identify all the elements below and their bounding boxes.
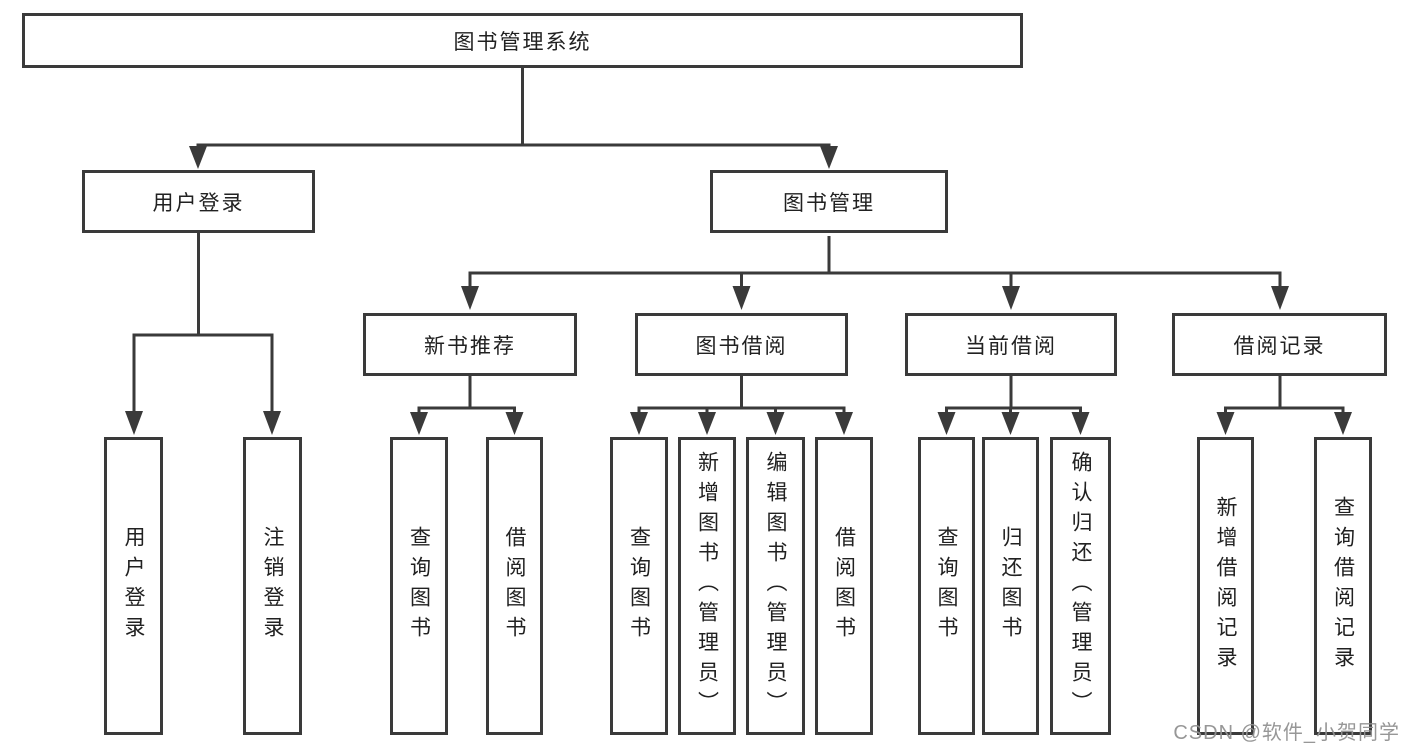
leaf-label: 用户登录 <box>122 526 145 646</box>
node-book-borrow-label: 图书借阅 <box>695 334 788 358</box>
leaf-label: 新增图书（管理员） <box>695 451 719 721</box>
node-book-management-label: 图书管理 <box>783 191 875 215</box>
leaf-label: 查询图书 <box>627 526 651 646</box>
leaf-logout: 注销登录 <box>243 437 302 735</box>
leaf-borrow-books-recommend: 借阅图书 <box>486 437 543 735</box>
arrowhead-icon <box>1001 412 1020 435</box>
connector-currentborrow-to-leaves <box>945 376 1082 415</box>
arrowhead-icon <box>698 412 716 435</box>
arrowhead-icon <box>630 412 648 435</box>
arrowhead-icon <box>263 411 281 435</box>
node-book-borrow: 图书借阅 <box>635 313 848 376</box>
leaf-confirm-return-admin: 确认归还（管理员） <box>1050 437 1111 735</box>
node-new-book-recommend: 新书推荐 <box>363 313 577 376</box>
node-new-book-recommend-label: 新书推荐 <box>424 334 516 358</box>
connector-records-to-leaves <box>1224 376 1345 415</box>
leaf-add-book-admin: 新增图书（管理员） <box>678 437 736 735</box>
arrowhead-icon <box>835 412 853 435</box>
node-root-label: 图书管理系统 <box>453 30 592 54</box>
node-current-borrow: 当前借阅 <box>905 313 1117 376</box>
leaf-return-books: 归还图书 <box>982 437 1039 735</box>
arrowhead-icon <box>937 412 956 435</box>
connector-bookborrow-to-leaves <box>637 376 846 415</box>
arrowhead-icon <box>1002 286 1020 310</box>
leaf-query-borrow-record: 查询借阅记录 <box>1314 437 1372 735</box>
node-user-login-label: 用户登录 <box>152 191 245 215</box>
connector-newbook-to-leaves <box>417 376 516 415</box>
leaf-label: 查询借阅记录 <box>1331 496 1355 676</box>
arrowhead-icon <box>1271 286 1289 310</box>
node-root: 图书管理系统 <box>22 13 1023 68</box>
node-book-management: 图书管理 <box>710 170 948 233</box>
leaf-label: 注销登录 <box>261 526 284 646</box>
leaf-label: 借阅图书 <box>503 526 526 646</box>
leaf-label: 编辑图书（管理员） <box>764 451 787 721</box>
arrowhead-icon <box>189 146 207 169</box>
leaf-edit-book-admin: 编辑图书（管理员） <box>746 437 805 735</box>
leaf-label: 查询图书 <box>935 526 958 646</box>
leaf-label: 借阅图书 <box>832 526 856 646</box>
leaf-label: 新增借阅记录 <box>1214 496 1237 676</box>
connector-bookmgmt-to-level3 <box>468 236 1282 288</box>
arrowhead-icon <box>1216 412 1235 435</box>
arrowheads <box>125 146 1352 435</box>
node-user-login: 用户登录 <box>82 170 315 233</box>
leaf-label: 归还图书 <box>999 526 1022 646</box>
leaf-query-books-recommend: 查询图书 <box>390 437 448 735</box>
leaf-query-books-borrow: 查询图书 <box>610 437 668 735</box>
node-current-borrow-label: 当前借阅 <box>965 334 1057 358</box>
leaf-label: 确认归还（管理员） <box>1069 451 1092 721</box>
leaf-add-borrow-record: 新增借阅记录 <box>1197 437 1254 735</box>
connector-userlogin-to-leaves <box>132 233 274 413</box>
arrowhead-icon <box>125 411 143 435</box>
node-borrow-records-label: 借阅记录 <box>1233 334 1326 358</box>
leaf-borrow-books: 借阅图书 <box>815 437 873 735</box>
arrowhead-icon <box>732 286 751 310</box>
arrowhead-icon <box>1071 412 1090 435</box>
arrowhead-icon <box>410 412 428 435</box>
arrowhead-icon <box>766 412 785 435</box>
leaf-user-login: 用户登录 <box>104 437 163 735</box>
node-borrow-records: 借阅记录 <box>1172 313 1387 376</box>
leaf-query-books-current: 查询图书 <box>918 437 975 735</box>
arrowhead-icon <box>461 286 479 310</box>
connector-root-to-level2 <box>196 66 831 150</box>
arrowhead-icon <box>1334 412 1352 435</box>
watermark-text: CSDN @软件_小贺同学 <box>1173 722 1400 744</box>
arrowhead-icon <box>820 146 838 169</box>
arrowhead-icon <box>505 412 524 435</box>
leaf-label: 查询图书 <box>407 526 431 646</box>
